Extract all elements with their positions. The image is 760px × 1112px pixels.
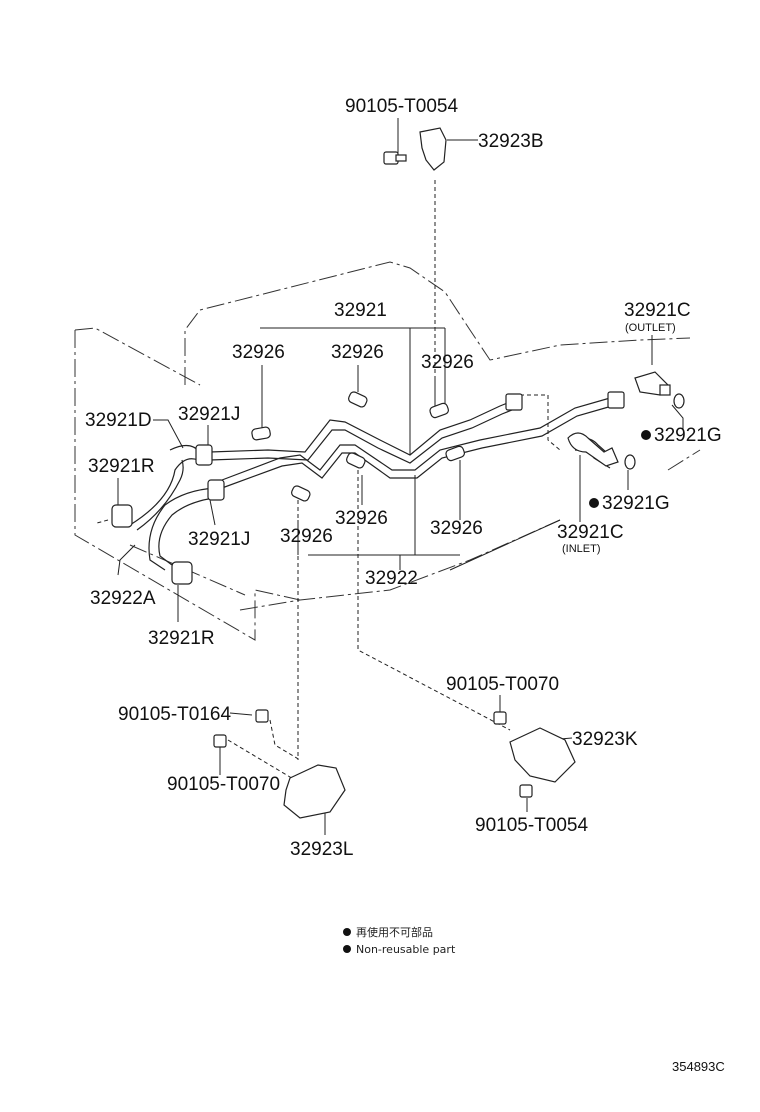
brackets-bolts <box>213 127 576 819</box>
label-grommet-3: 32926 <box>421 352 474 373</box>
leader-lines <box>117 118 684 835</box>
label-clamp-r2: 32921R <box>148 628 215 649</box>
label-grommet-2: 32926 <box>331 342 384 363</box>
legend-text-ja: 再使用不可部品 <box>356 925 433 939</box>
label-grommet-4: 32926 <box>335 508 388 529</box>
label-grommet-1: 32926 <box>232 342 285 363</box>
label-gasket-g1: 32921G <box>654 425 722 446</box>
label-grommet-5: 32926 <box>430 518 483 539</box>
clamps <box>111 444 225 585</box>
fittings <box>505 371 685 470</box>
label-bolt-k1: 90105-T0070 <box>446 674 559 695</box>
label-inlet-note: (INLET) <box>562 543 601 555</box>
diagram-reference: 354893C <box>672 1059 725 1074</box>
part-labels: 90105-T0054 32923B 32921 32921C (OUTLET)… <box>85 96 722 860</box>
label-bolt-l2: 90105-T0070 <box>167 774 280 795</box>
label-grommet-6: 32926 <box>280 526 333 547</box>
label-bolt-l1: 90105-T0164 <box>118 704 231 725</box>
label-bracket-l: 32923L <box>290 839 353 860</box>
grommets <box>251 391 465 502</box>
legend: 再使用不可部品 Non-reusable part <box>343 925 456 956</box>
label-bracket-top: 32923B <box>478 131 544 152</box>
legend-marker-ja <box>343 928 351 936</box>
label-gasket-g2: 32921G <box>602 493 670 514</box>
label-bolt-k2: 90105-T0054 <box>475 815 588 836</box>
label-hose-a: 32922A <box>90 588 156 609</box>
label-clamp-j1: 32921J <box>178 404 240 425</box>
label-bolt-top: 90105-T0054 <box>345 96 458 117</box>
legend-marker-en <box>343 945 351 953</box>
non-reusable-marker-2 <box>589 498 599 508</box>
label-inlet-hose: 32921C <box>557 522 624 543</box>
label-tube-lower: 32922 <box>365 568 418 589</box>
label-outlet-hose: 32921C <box>624 300 691 321</box>
label-bracket-k: 32923K <box>572 729 638 750</box>
non-reusable-marker-1 <box>641 430 651 440</box>
label-clamp-j2: 32921J <box>188 529 250 550</box>
legend-text-en: Non-reusable part <box>356 943 456 956</box>
label-hose-d: 32921D <box>85 410 152 431</box>
label-clamp-r1: 32921R <box>88 456 155 477</box>
cooler-tubes <box>129 397 616 571</box>
transmission-outline <box>74 261 701 641</box>
label-outlet-note: (OUTLET) <box>625 322 676 334</box>
label-tube-group: 32921 <box>334 300 387 321</box>
